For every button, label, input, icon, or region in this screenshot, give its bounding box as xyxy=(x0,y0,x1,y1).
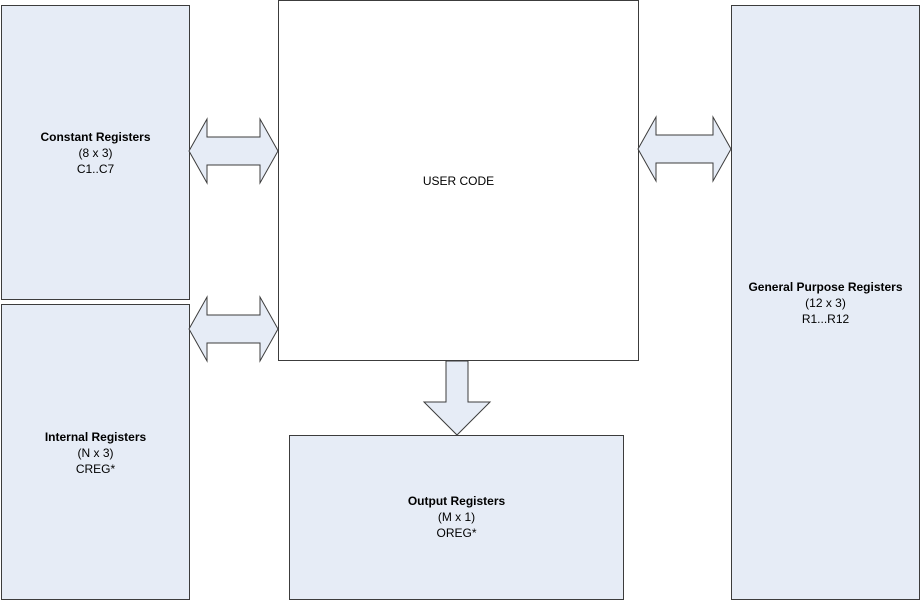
output-registers-block: Output Registers (M x 1) OREG* xyxy=(289,435,624,600)
user-code-to-output-arrow xyxy=(422,360,492,436)
user-code-block: USER CODE xyxy=(278,0,639,361)
internal-registers-title: Internal Registers xyxy=(44,430,147,444)
output-registers-title: Output Registers xyxy=(407,494,506,508)
user-code-to-general-purpose-arrow xyxy=(637,115,732,183)
internal-registers-range: CREG* xyxy=(75,462,116,476)
general-purpose-registers-title: General Purpose Registers xyxy=(748,280,903,294)
constant-registers-label: Constant Registers (8 x 3) C1..C7 xyxy=(2,129,189,177)
output-registers-range: OREG* xyxy=(436,526,477,540)
general-purpose-registers-block: General Purpose Registers (12 x 3) R1...… xyxy=(731,5,920,600)
internal-to-user-code-arrow xyxy=(188,295,279,363)
output-registers-label: Output Registers (M x 1) OREG* xyxy=(290,493,623,541)
constant-registers-size: (8 x 3) xyxy=(78,146,113,160)
user-code-label: USER CODE xyxy=(422,174,495,188)
general-purpose-registers-range: R1...R12 xyxy=(801,312,850,326)
constant-to-user-code-arrow xyxy=(188,117,279,185)
constant-registers-title: Constant Registers xyxy=(40,130,151,144)
output-registers-size: (M x 1) xyxy=(437,510,476,524)
internal-registers-label: Internal Registers (N x 3) CREG* xyxy=(2,429,189,477)
internal-registers-block: Internal Registers (N x 3) CREG* xyxy=(1,304,190,600)
general-purpose-registers-label: General Purpose Registers (12 x 3) R1...… xyxy=(732,279,919,327)
general-purpose-registers-size: (12 x 3) xyxy=(805,296,846,310)
constant-registers-range: C1..C7 xyxy=(76,162,115,176)
internal-registers-size: (N x 3) xyxy=(77,446,114,460)
constant-registers-block: Constant Registers (8 x 3) C1..C7 xyxy=(1,5,190,300)
